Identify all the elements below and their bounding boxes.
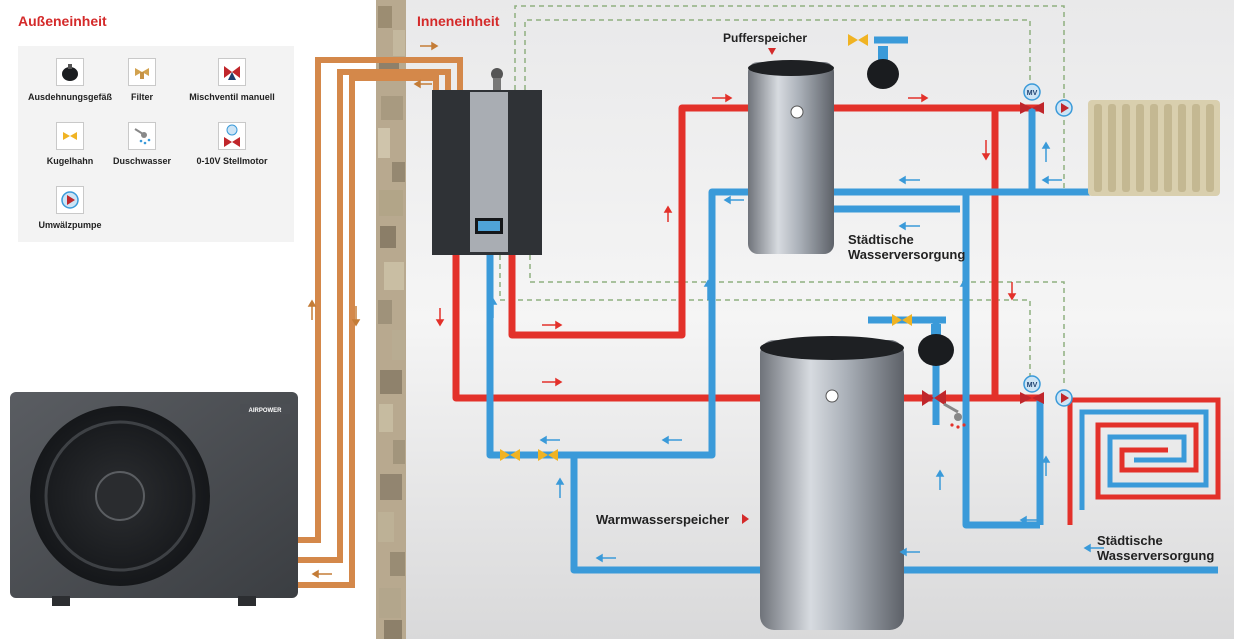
floor-heating-coil bbox=[1067, 397, 1221, 525]
actuator-icon bbox=[218, 122, 246, 150]
legend-label: Umwälzpumpe bbox=[38, 220, 102, 230]
expansion-vessel-icon bbox=[918, 324, 954, 366]
city-water-label-2-line1: Städtische bbox=[1097, 533, 1163, 548]
mv-label-top: MV bbox=[1027, 90, 1038, 97]
ball-valve-icon bbox=[500, 449, 558, 461]
brand-logo: AIRPOWER bbox=[249, 408, 283, 414]
city-water-label-1-line2: Wasserversorgung bbox=[848, 247, 966, 262]
mv-label-bottom: MV bbox=[1027, 382, 1038, 389]
indoor-hydraulic-module bbox=[432, 68, 542, 255]
legend-item-expansion-vessel: Ausdehnungsgefäß bbox=[22, 58, 118, 102]
refrigerant-flow-arrows bbox=[307, 41, 439, 579]
expansion-vessel-icon bbox=[867, 46, 899, 89]
legend-item-ball-valve: Kugelhahn bbox=[22, 122, 118, 166]
legend-item-filter: Filter bbox=[94, 58, 190, 102]
hot-water-tank bbox=[760, 336, 904, 630]
city-water-label-2-line2: Wasserversorgung bbox=[1097, 548, 1215, 563]
copper-pipes bbox=[290, 57, 463, 588]
buffer-tank-label: Pufferspeicher bbox=[723, 31, 808, 45]
filter-icon bbox=[128, 58, 156, 86]
buffer-tank-pointer bbox=[768, 48, 776, 55]
actuator-icon bbox=[1020, 83, 1044, 114]
hot-water-tank-label: Warmwasserspeicher bbox=[596, 512, 730, 527]
legend-label: 0-10V Stellmotor bbox=[196, 156, 268, 166]
manual-mixing-valve-icon bbox=[922, 390, 946, 406]
shower-icon bbox=[943, 402, 966, 429]
circulation-pump-icon bbox=[1055, 99, 1073, 117]
legend-label: Ausdehnungsgefäß bbox=[27, 92, 112, 102]
legend-panel: Ausdehnungsgefäß Filter Mischventil manu… bbox=[18, 46, 294, 242]
ball-valve-icon bbox=[892, 314, 912, 326]
ball-valve-icon bbox=[848, 34, 868, 46]
cold-flow-arrows bbox=[488, 141, 1104, 563]
radiator bbox=[1088, 100, 1220, 196]
expansion-vessel-icon bbox=[56, 58, 84, 86]
control-lines bbox=[499, 5, 1065, 385]
indoor-unit-title: Inneneinheit bbox=[417, 13, 500, 29]
city-water-label-1-line1: Städtische bbox=[848, 232, 914, 247]
manual-mixing-valve-icon bbox=[218, 58, 246, 86]
legend-item-actuator: 0-10V Stellmotor bbox=[184, 122, 280, 166]
legend-item-mixing-valve: Mischventil manuell bbox=[184, 58, 280, 102]
legend-label: Mischventil manuell bbox=[189, 92, 275, 102]
circulation-pump-icon bbox=[1055, 389, 1073, 407]
ball-valve-icon bbox=[56, 122, 84, 150]
buffer-tank bbox=[748, 60, 834, 254]
cold-water-pipes bbox=[486, 36, 1218, 574]
legend-item-shower: Duschwasser bbox=[94, 122, 190, 166]
actuator-icon bbox=[1020, 375, 1044, 404]
circulation-pump-icon bbox=[56, 186, 84, 214]
legend-item-pump: Umwälzpumpe bbox=[22, 186, 118, 230]
shower-icon bbox=[128, 122, 156, 150]
stone-wall bbox=[376, 0, 406, 639]
outdoor-unit-title: Außeneinheit bbox=[18, 13, 107, 29]
legend-label: Filter bbox=[130, 92, 153, 102]
outdoor-heat-pump-unit bbox=[10, 392, 298, 606]
hot-flow-arrows bbox=[435, 93, 1017, 387]
legend-label: Duschwasser bbox=[112, 156, 172, 166]
hot-water-tank-pointer bbox=[742, 514, 749, 524]
legend-label: Kugelhahn bbox=[46, 156, 94, 166]
